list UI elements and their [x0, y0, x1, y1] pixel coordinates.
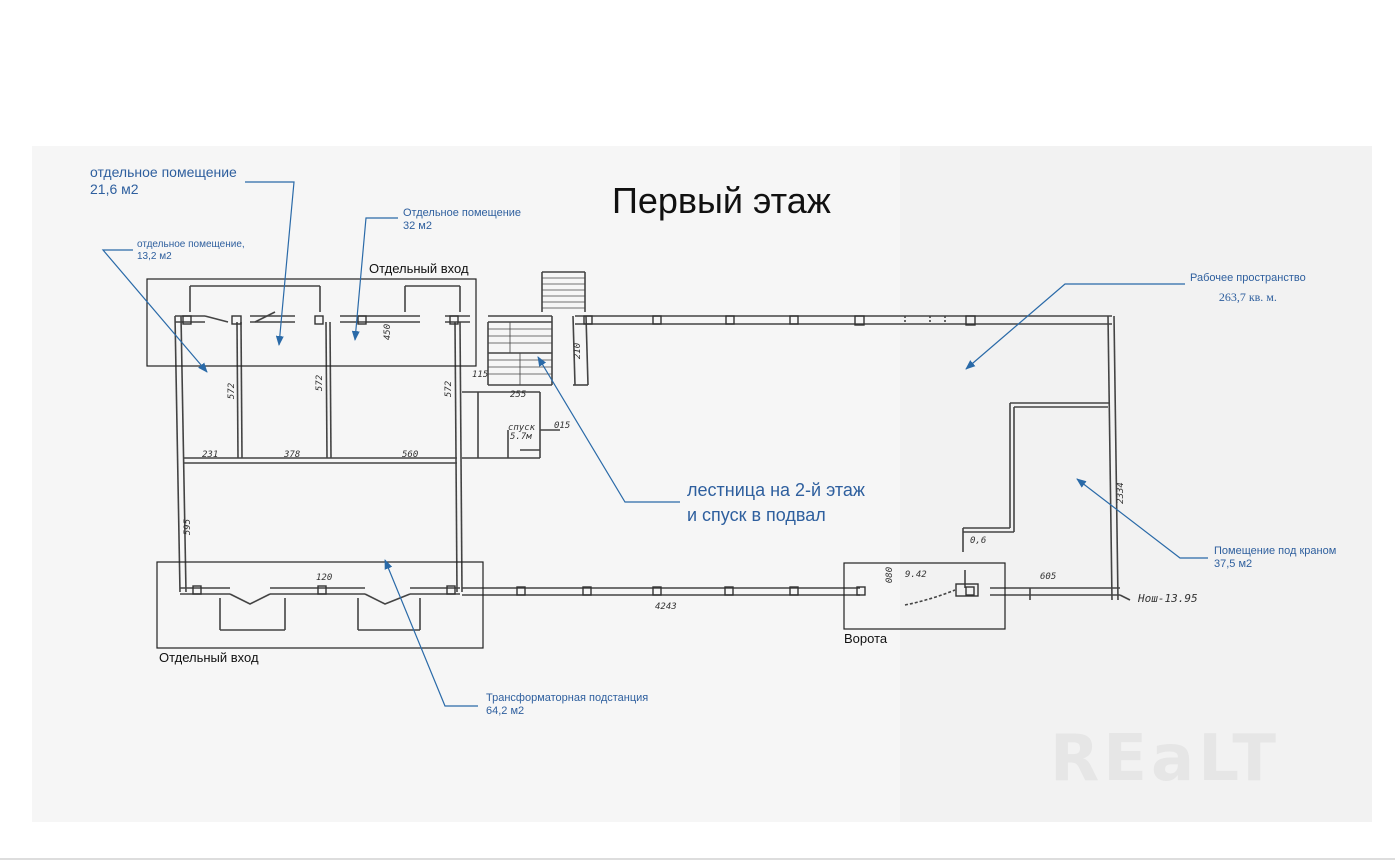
callout-room-13-2-area: 13,2 м2 — [137, 251, 172, 262]
dim-560: 560 — [402, 450, 419, 460]
dim-115: 115 — [472, 370, 489, 380]
dim-4243: 4243 — [655, 602, 677, 612]
dim-255: 255 — [510, 390, 527, 400]
callout-room-32-area: 32 м2 — [403, 220, 432, 232]
level-mark: Нош-13.95 — [1138, 592, 1198, 605]
gate-frame — [843, 562, 1006, 630]
dim-210: 210 — [573, 342, 584, 360]
top-entrance-frame — [146, 278, 477, 367]
dim-942: 9.42 — [905, 570, 927, 580]
callout-room-21-6-area: 21,6 м2 — [90, 181, 139, 197]
dim-378: 378 — [284, 450, 301, 460]
dim-595: 595 — [183, 518, 194, 536]
callout-room-32: Отдельное помещение 32 м2 — [403, 207, 521, 233]
callout-stairs-line2: и спуск в подвал — [687, 505, 826, 525]
watermark-logo: REaLT — [1050, 722, 1281, 796]
dim-120: 120 — [316, 573, 333, 583]
callout-room-21-6-name: отдельное помещение — [90, 164, 237, 180]
dim-450: 450 — [383, 323, 394, 341]
callout-room-13-2: отдельное помещение, 13,2 м2 — [137, 239, 245, 263]
callout-work-space-name: Рабочее пространство — [1190, 272, 1306, 284]
scanned-sheet-right — [900, 146, 1372, 822]
callout-leaders — [101, 181, 1208, 707]
bottom-entrance-frame — [156, 561, 484, 649]
dim-2334: 2334 — [1115, 482, 1126, 504]
callout-transformer-area: 64,2 м2 — [486, 705, 525, 717]
dim-572-c: 572 — [444, 380, 455, 398]
label-bottom-entrance: Отдельный вход — [159, 650, 259, 665]
spusk-label: спуск — [508, 423, 536, 433]
callout-crane-room: Помещение под краном 37,5 м2 — [1214, 545, 1336, 571]
page-title: Первый этаж — [612, 180, 831, 221]
stair-treads — [488, 277, 585, 385]
dim-231: 231 — [202, 450, 219, 460]
bottom-divider — [0, 858, 1395, 860]
callout-transformer: Трансформаторная подстанция 64,2 м2 — [486, 692, 648, 718]
label-top-entrance: Отдельный вход — [369, 261, 469, 276]
entrance-frames — [146, 278, 1006, 649]
callout-stairs: лестница на 2-й этаж и спуск в подвал — [687, 478, 865, 528]
dim-572-b: 572 — [315, 374, 326, 392]
spusk-depth: 5.7м — [510, 432, 532, 442]
callout-work-space: Рабочее пространство 263,7 кв. м. — [1190, 272, 1306, 304]
dim-572-a: 572 — [227, 382, 238, 400]
callout-room-32-name: Отдельное помещение — [403, 207, 522, 219]
callout-room-13-2-name: отдельное помещение, — [137, 239, 245, 250]
dim-015: 015 — [554, 421, 571, 431]
callout-work-space-area: 263,7 кв. м. — [1218, 290, 1277, 304]
label-gate: Ворота — [844, 631, 888, 646]
callout-crane-room-name: Помещение под краном — [1214, 545, 1337, 557]
dim-080: 080 — [885, 566, 896, 584]
callout-stairs-line1: лестница на 2-й этаж — [687, 480, 865, 500]
callout-crane-room-area: 37,5 м2 — [1214, 558, 1253, 570]
callout-transformer-name: Трансформаторная подстанция — [486, 692, 649, 704]
dim-605: 605 — [1040, 572, 1057, 582]
callout-room-21-6: отдельное помещение 21,6 м2 — [90, 164, 237, 198]
dim-06: 0,6 — [970, 536, 987, 546]
columns — [182, 315, 979, 597]
